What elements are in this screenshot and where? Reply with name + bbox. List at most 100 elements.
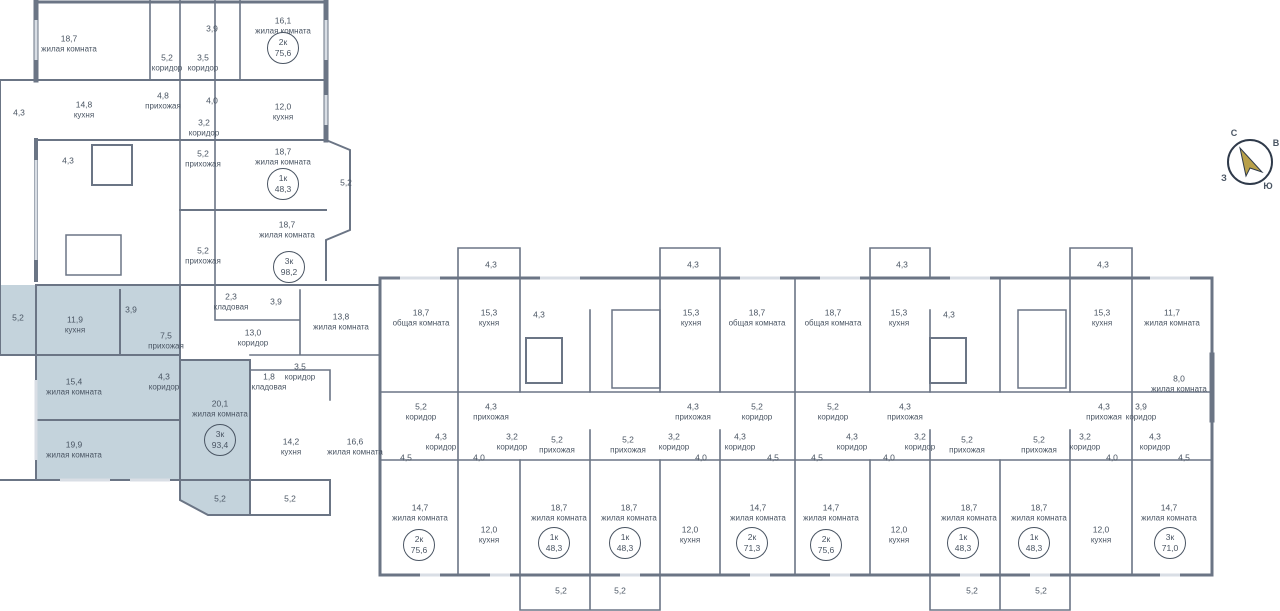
- apartment-type: 3к: [215, 429, 225, 439]
- room-area: 4,3: [846, 431, 858, 442]
- room-name: коридор: [151, 63, 183, 72]
- apartment-area: 75,6: [274, 48, 292, 58]
- room-label: 4,3: [485, 260, 497, 270]
- room-area: 4,3: [485, 401, 497, 412]
- room-name: кухня: [679, 535, 701, 544]
- room-name: прихожая: [949, 445, 985, 454]
- room-area: 18,7: [1030, 502, 1048, 513]
- room-name: кухня: [478, 535, 500, 544]
- windows: [34, 20, 1190, 577]
- room-area: 11,9: [67, 314, 83, 325]
- apartment-area: 48,3: [954, 543, 972, 553]
- room-area: 5,2: [551, 434, 563, 445]
- apartment-area: 93,4: [211, 440, 229, 450]
- room-area: 3,5: [197, 52, 209, 63]
- room-area: 18,7: [960, 502, 978, 513]
- room-area: 4,5: [400, 452, 412, 463]
- room-area: 18,7: [824, 307, 842, 318]
- room-area: 3,9: [125, 304, 137, 315]
- room-area: 5,2: [197, 245, 209, 256]
- room-name: коридор: [817, 412, 849, 421]
- room-area: 3,9: [270, 296, 282, 307]
- room-area: 18,7: [274, 146, 292, 157]
- room-name: общая комната: [392, 318, 450, 327]
- room-area: 14,8: [75, 99, 93, 110]
- apartment-type: 1к: [620, 532, 630, 542]
- room-area: 18,7: [278, 219, 296, 230]
- room-name: жилая комната: [941, 513, 997, 522]
- room-label: 4,0: [206, 96, 218, 106]
- room-area: 15,3: [1093, 307, 1111, 318]
- room-area: 14,2: [282, 436, 300, 447]
- room-area: 16,1: [274, 15, 292, 26]
- room-label: 4,3: [13, 108, 25, 118]
- room-area: 4,3: [1149, 431, 1161, 442]
- room-name: прихожая: [675, 412, 711, 421]
- room-label: 5,2: [12, 313, 24, 323]
- apartment-type: 2к: [747, 532, 757, 542]
- room-area: 5,2: [555, 585, 567, 596]
- apartment-area: 75,6: [410, 545, 428, 555]
- room-label: 4,5: [767, 453, 779, 463]
- room-label: 4,0: [695, 453, 707, 463]
- room-name: коридор: [724, 442, 756, 451]
- room-name: прихожая: [145, 101, 181, 110]
- room-area: 5,2: [197, 148, 209, 159]
- room-area: 1,8: [263, 371, 275, 382]
- room-label: 4,5: [811, 453, 823, 463]
- room-name: жилая комната: [730, 513, 786, 522]
- room-label: 5,2: [1035, 586, 1047, 596]
- room-area: 4,3: [896, 259, 908, 270]
- compass-east-label: В: [1272, 138, 1280, 148]
- room-label: 3,9: [270, 297, 282, 307]
- room-area: 3,2: [506, 431, 518, 442]
- room-name: жилая комната: [192, 409, 248, 418]
- room-area: 4,5: [1178, 452, 1190, 463]
- room-name: коридор: [904, 442, 936, 451]
- room-area: 3,2: [914, 431, 926, 442]
- room-name: жилая комната: [255, 157, 311, 166]
- room-area: 3,2: [668, 431, 680, 442]
- room-name: кухня: [888, 535, 910, 544]
- room-name: коридор: [284, 372, 316, 381]
- room-area: 14,7: [822, 502, 840, 513]
- room-area: 18,7: [60, 33, 78, 44]
- room-name: жилая комната: [1151, 384, 1207, 393]
- apartment-type: 1к: [958, 532, 968, 542]
- room-name: жилая комната: [392, 513, 448, 522]
- room-name: жилая комната: [255, 26, 311, 35]
- room-name: общая комната: [804, 318, 862, 327]
- room-label: 4,0: [883, 453, 895, 463]
